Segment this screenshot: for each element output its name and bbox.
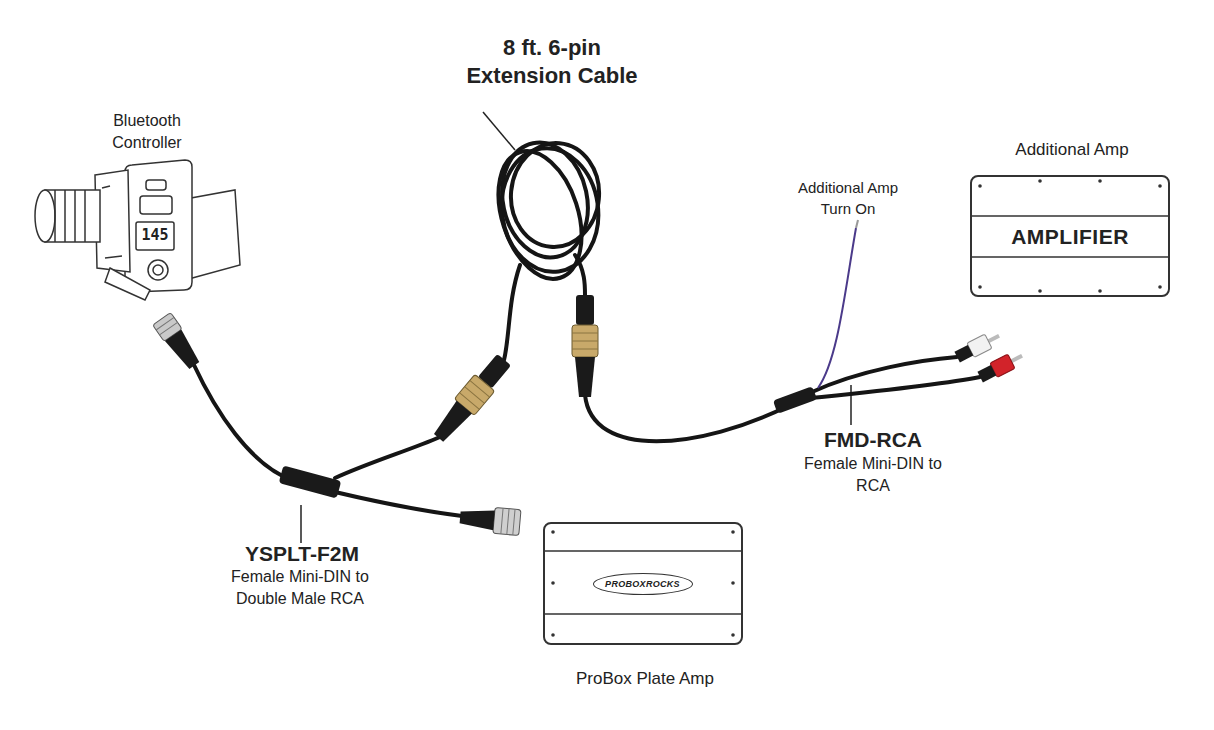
nut-knurl bbox=[501, 508, 515, 535]
controller-clip bbox=[105, 268, 150, 300]
strain-boot bbox=[165, 329, 203, 371]
amp-heading: Additional Amp bbox=[952, 139, 1192, 161]
cable-coupling bbox=[572, 295, 598, 397]
aux-port-inner bbox=[153, 265, 163, 275]
brand-text: PROBOXROCKS bbox=[594, 578, 691, 590]
screw bbox=[551, 633, 555, 637]
amp-caption: ProBox Plate Amp bbox=[525, 668, 765, 690]
screw bbox=[978, 285, 982, 289]
cable bbox=[812, 357, 957, 392]
controller-panel bbox=[125, 160, 192, 292]
wire-tip bbox=[856, 220, 858, 228]
nut-knurl bbox=[572, 333, 598, 349]
nut-knurl bbox=[156, 317, 177, 335]
part-description: Female Mini-DIN to RCA bbox=[803, 453, 943, 497]
coupling-nut bbox=[572, 325, 598, 357]
usb-port bbox=[146, 180, 166, 190]
screw bbox=[731, 581, 735, 585]
plate-amp-box: ProBox Plate AmpPROBOXROCKS bbox=[543, 522, 743, 645]
leader-line bbox=[483, 112, 515, 150]
rca-pin bbox=[987, 334, 1000, 343]
usb-cover bbox=[140, 196, 172, 214]
screw bbox=[551, 581, 555, 585]
strain-boot bbox=[575, 357, 595, 397]
part-number: YSPLT-F2M bbox=[222, 541, 382, 567]
screw bbox=[1158, 184, 1162, 188]
cable bbox=[585, 395, 790, 441]
strain-boot bbox=[459, 507, 495, 530]
cable bbox=[504, 265, 520, 360]
split-block bbox=[279, 466, 342, 499]
panel-line bbox=[971, 216, 1169, 257]
amp-model-text: AMPLIFIER bbox=[972, 225, 1168, 249]
amplifier-box: Additional AmpAMPLIFIER bbox=[970, 175, 1170, 297]
split-block bbox=[773, 386, 817, 414]
aux-port bbox=[148, 260, 168, 280]
panel-line bbox=[544, 551, 742, 614]
panel-icons bbox=[102, 186, 122, 258]
cable bbox=[335, 492, 462, 516]
rca-pin bbox=[1010, 354, 1023, 363]
male-connector bbox=[153, 312, 204, 371]
screw bbox=[978, 184, 982, 188]
leader-line bbox=[300, 505, 302, 543]
screw bbox=[1158, 285, 1162, 289]
cable-title: 8 ft. 6-pin Extension Cable bbox=[452, 34, 652, 90]
controller-display bbox=[136, 222, 174, 250]
connector-nut bbox=[493, 507, 521, 535]
rca-plug-white bbox=[954, 329, 1003, 365]
part-number: FMD-RCA bbox=[793, 427, 953, 453]
controller-group: Bluetooth Controller bbox=[47, 110, 247, 300]
rca-plug-red bbox=[977, 349, 1026, 385]
male-connector bbox=[459, 504, 521, 535]
cables bbox=[194, 135, 980, 516]
cable bbox=[812, 377, 980, 398]
controller-illustration bbox=[35, 160, 240, 300]
leader-line bbox=[850, 385, 852, 425]
cable bbox=[575, 255, 585, 295]
knob-face bbox=[35, 190, 55, 242]
strain-boot bbox=[431, 401, 472, 444]
screw bbox=[1098, 179, 1102, 183]
knob-grip bbox=[55, 190, 85, 242]
cable-coil bbox=[507, 139, 604, 250]
cable-coupling bbox=[429, 351, 514, 446]
screw bbox=[1038, 289, 1042, 293]
cable bbox=[194, 365, 292, 480]
part-description: Female Mini-DIN to Double Male RCA bbox=[210, 566, 390, 610]
nut-knurl bbox=[459, 380, 489, 409]
device-label: Bluetooth Controller bbox=[92, 110, 202, 154]
display-readout: 145 bbox=[136, 226, 174, 244]
rca-boot bbox=[954, 345, 973, 363]
screw bbox=[731, 633, 735, 637]
turn-on-wire bbox=[818, 228, 856, 388]
screw bbox=[1098, 289, 1102, 293]
brand-badge: PROBOXROCKS bbox=[593, 573, 693, 595]
plug-body bbox=[576, 295, 594, 325]
amp-panel-lines bbox=[544, 216, 1169, 614]
wire-label: Additional Amp Turn On bbox=[783, 177, 913, 219]
leader-lines bbox=[301, 112, 851, 543]
screw bbox=[731, 530, 735, 534]
screw bbox=[1038, 179, 1042, 183]
screw bbox=[551, 530, 555, 534]
cable bbox=[335, 437, 440, 478]
rca-boot bbox=[977, 365, 996, 383]
